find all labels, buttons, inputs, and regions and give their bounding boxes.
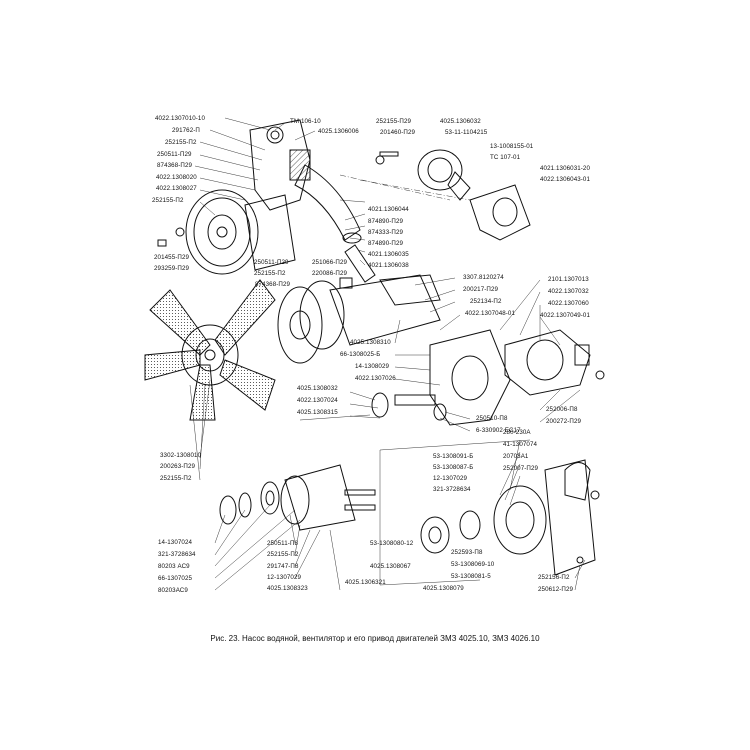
part-label: 874890-П29	[368, 218, 404, 225]
part-label: 291747-П8	[267, 563, 299, 570]
part-label: 2101.1307013	[548, 276, 589, 283]
part-label: 250511-П8	[267, 540, 299, 547]
part-label: 6-330902 ЕС17	[476, 427, 521, 434]
part-label: 200272-П29	[546, 418, 582, 425]
part-label: 4022.1307048-01	[465, 310, 516, 317]
part-label: 53-1308069-10	[451, 561, 495, 568]
part-label: 252155-П2	[160, 475, 192, 482]
part-label: 53-1308080-12	[370, 540, 414, 547]
part-label: 13-1008155-01	[490, 143, 534, 150]
part-label: 3307.8120274	[463, 274, 504, 281]
part-label: 3302-1308010	[160, 452, 202, 459]
part-label: 12-1307029	[433, 475, 468, 482]
part-label: ТМ 106-10	[290, 118, 321, 125]
part-label: 4025.1306006	[318, 128, 359, 135]
part-label: 12-1307029	[267, 574, 302, 581]
tensioner-pulley-bracket	[420, 459, 600, 576]
group-bracket-line-3	[379, 579, 481, 586]
bolts-left	[157, 227, 185, 247]
part-label: 874333-П29	[368, 229, 404, 236]
bearing-assembly	[219, 464, 376, 531]
radiator-hose	[294, 164, 376, 283]
center-axis-2	[359, 179, 471, 201]
part-label: 66-1307025	[158, 575, 193, 582]
part-label: 874368-П29	[157, 162, 193, 169]
leader-lines	[189, 117, 586, 591]
part-label: 250511-П29	[254, 259, 289, 266]
part-label: 4025.1308067	[370, 563, 411, 570]
part-label: 4022.1308027	[156, 185, 197, 192]
part-label: 251066-П29	[312, 259, 348, 266]
part-label: 4022.1308020	[156, 174, 197, 181]
part-label: 4025.1308310	[350, 339, 391, 346]
part-label: 220086-П29	[312, 270, 348, 277]
part-label: 4021.1306035	[368, 251, 409, 258]
part-label: 321-3728634	[433, 486, 471, 493]
part-label: 4021.1306031-20	[540, 165, 591, 172]
part-label: 53-11-1104215	[445, 129, 488, 136]
cooling-fan	[144, 279, 276, 421]
part-label: 66-1308025-Б	[340, 351, 381, 358]
part-label: ТС 107-01	[490, 154, 521, 161]
figure-caption: Рис. 23. Насос водяной, вентилятор и его…	[210, 634, 540, 643]
part-label: 252156-П2	[538, 574, 570, 581]
pump-pulley	[185, 189, 296, 275]
part-label: 200217-П29	[463, 286, 499, 293]
part-label: 4022.1307010-10	[155, 115, 206, 122]
part-label: 201460-П29	[380, 129, 416, 136]
part-label: 252134-П2	[470, 298, 502, 305]
part-label: 4021.1306038	[368, 262, 409, 269]
part-label: 4021.1306044	[368, 206, 409, 213]
thermostat-assembly	[375, 149, 531, 241]
part-label: 293259-П29	[154, 265, 190, 272]
part-label: 53-1308091-Б	[433, 453, 474, 460]
part-label: 201455-П29	[154, 254, 190, 261]
part-label: 14-1307024	[158, 539, 193, 546]
group-bracket-line-4	[299, 414, 371, 421]
group-bracket-line-1	[379, 439, 531, 451]
part-label: 874368-П29	[255, 281, 291, 288]
part-label: 4022.1307024	[297, 397, 338, 404]
part-label: 252155-П2	[152, 197, 184, 204]
part-label: 14-1308029	[355, 363, 390, 370]
water-pump-housing	[371, 329, 605, 426]
part-label: 4022.1307032	[548, 288, 589, 295]
part-label: 321-3728634	[158, 551, 196, 558]
part-label: 4025.1308032	[297, 385, 338, 392]
part-label: 252155-П2	[267, 551, 299, 558]
part-label: 252006-П8	[546, 406, 578, 413]
part-label: 4022.1306043-01	[540, 176, 591, 183]
fan-drive-housing	[277, 274, 441, 364]
part-label: 4025.1306321	[345, 579, 386, 586]
part-label: 4025.1308323	[267, 585, 308, 592]
part-label: 41-1307074	[503, 441, 538, 448]
part-label: 4025.1308315	[297, 409, 338, 416]
part-label: 250510-П8	[476, 415, 508, 422]
part-label: 4022.1307026	[355, 375, 396, 382]
part-label: 200263-П29	[160, 463, 196, 470]
part-label: 4025.1306032	[440, 118, 481, 125]
part-label: 252155-П2	[254, 270, 286, 277]
part-label: 252593-П8	[451, 549, 483, 556]
part-label: 252155-П2	[165, 139, 197, 146]
part-label: 53-1308087-Б	[433, 464, 474, 471]
part-label: 80203АС9	[158, 587, 188, 594]
part-label: 250612-П29	[538, 586, 574, 593]
part-label: 250511-П29	[157, 151, 192, 158]
part-label: 20703А1	[503, 453, 529, 460]
part-label: 252007-П29	[503, 465, 539, 472]
part-label: 291762-П	[172, 127, 200, 134]
part-label: 874890-П29	[368, 240, 404, 247]
part-label: 280-230А	[503, 429, 531, 436]
part-label: 4022.1307049-01	[540, 312, 591, 319]
part-label: 80203 АС9	[158, 563, 190, 570]
part-label: 4025.1308079	[423, 585, 464, 592]
part-label: 252155-П29	[376, 118, 412, 125]
part-label: 53-1308081-5	[451, 573, 491, 580]
center-axis-1	[339, 174, 451, 201]
part-label: 4022.1307060	[548, 300, 589, 307]
